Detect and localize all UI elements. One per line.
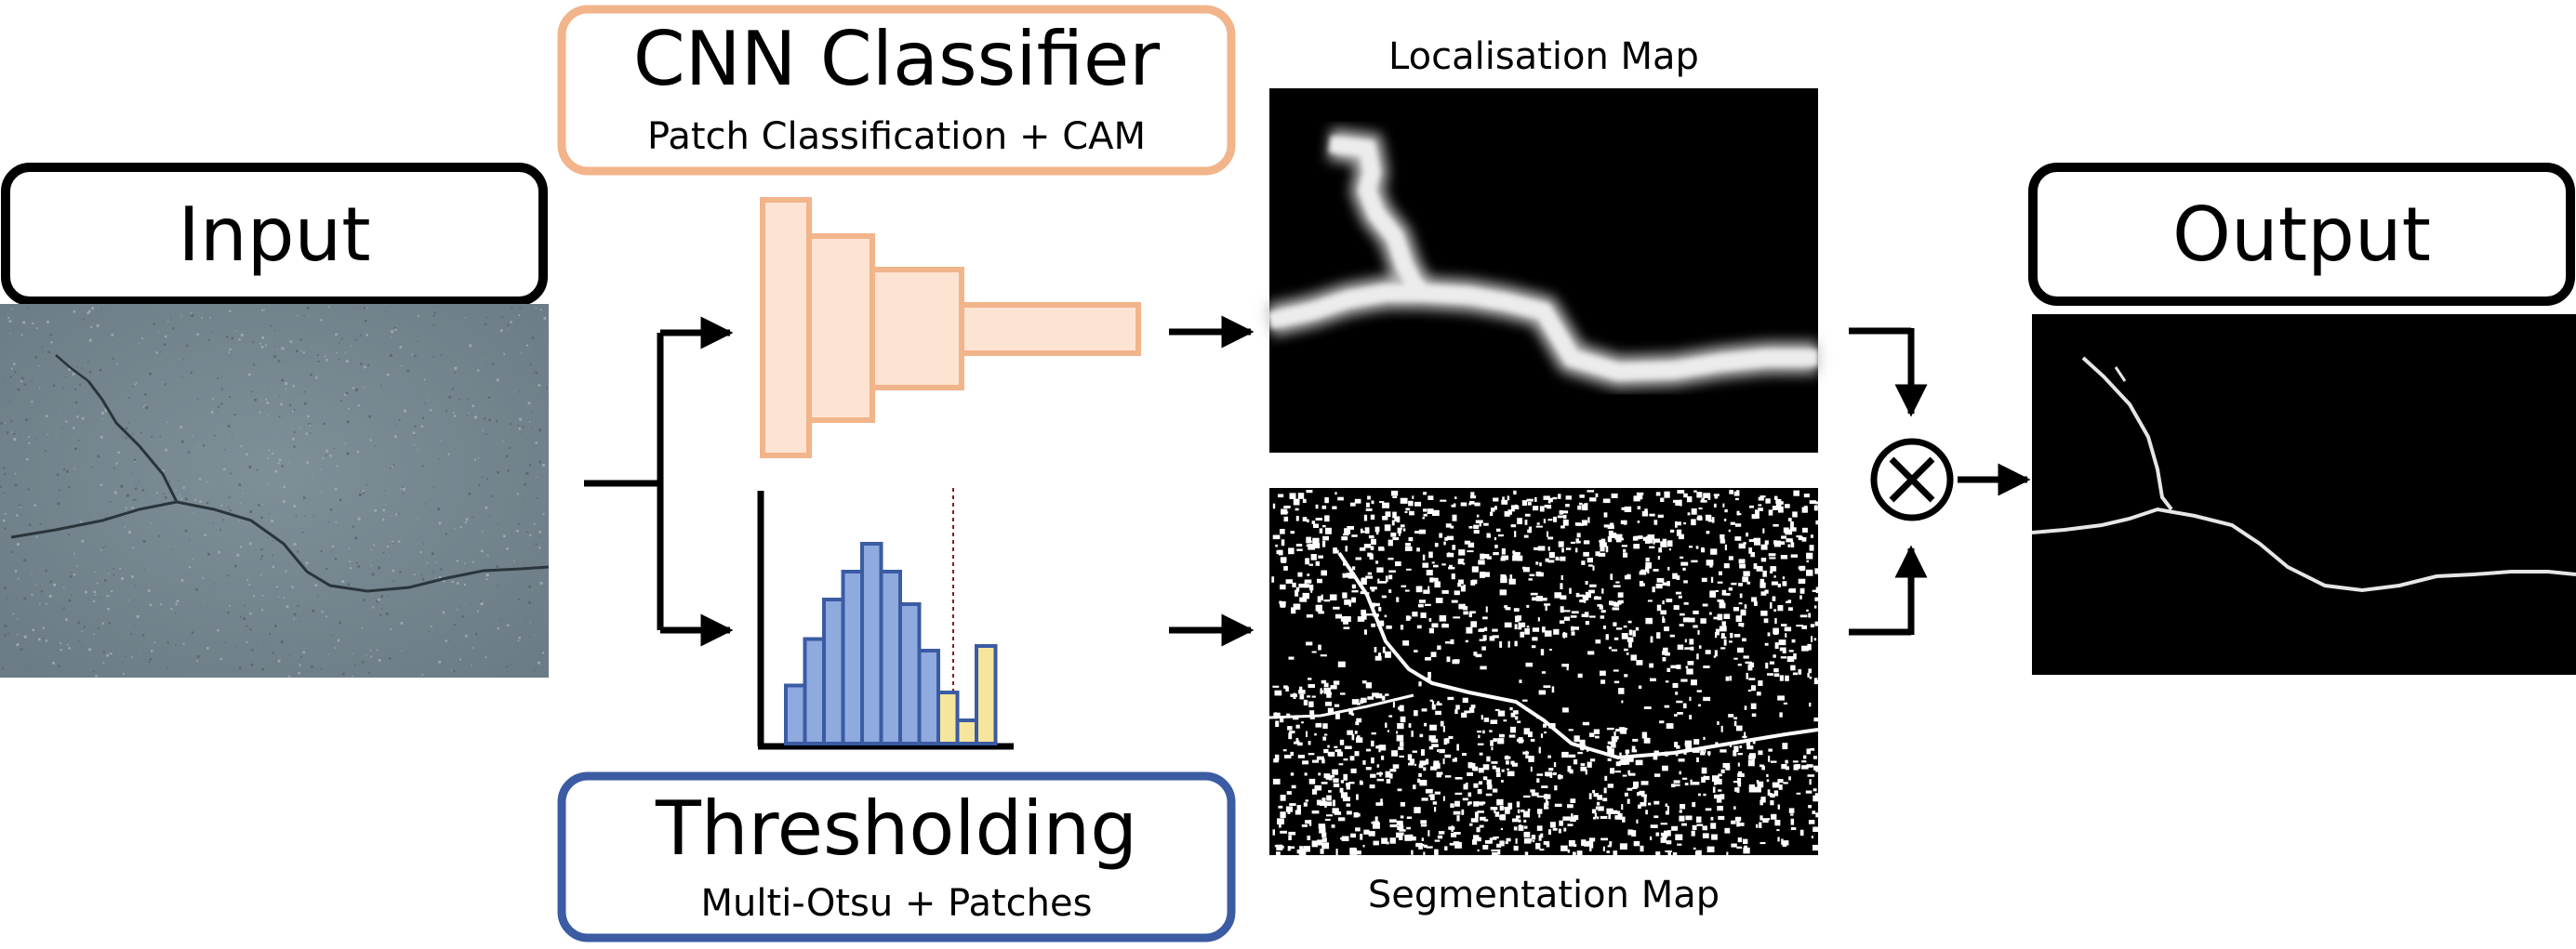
threshold-subtitle: Multi-Otsu + Patches bbox=[700, 882, 1093, 925]
circled-times-icon bbox=[1870, 438, 1954, 521]
input-image bbox=[0, 304, 550, 678]
histogram-chart bbox=[757, 488, 1014, 750]
cnn-subtitle: Patch Classification + CAM bbox=[647, 115, 1146, 158]
output-label-box bbox=[2028, 163, 2575, 306]
localisation-map-label: Localisation Map bbox=[1388, 35, 1699, 78]
cnn-network-icon bbox=[760, 197, 1141, 458]
histogram-bar bbox=[860, 542, 883, 745]
thresholding-box bbox=[557, 771, 1236, 942]
split-arrows bbox=[584, 316, 734, 647]
input-label: Input bbox=[178, 191, 371, 278]
map-arrows bbox=[1169, 315, 1255, 647]
histogram-bar bbox=[784, 683, 807, 745]
cnn-classifier-box bbox=[557, 5, 1236, 176]
histogram-bar bbox=[841, 570, 864, 745]
histogram-bar bbox=[898, 602, 922, 745]
histogram-bar bbox=[917, 649, 940, 745]
histogram-bar bbox=[803, 637, 826, 745]
histogram-bar bbox=[879, 570, 902, 745]
localisation-map bbox=[1266, 88, 1818, 453]
threshold-title: Thresholding bbox=[656, 785, 1137, 872]
histogram-bar bbox=[975, 644, 998, 745]
output-image bbox=[2031, 314, 2576, 675]
cnn-title: CNN Classifier bbox=[632, 16, 1161, 102]
histogram-bar bbox=[822, 598, 845, 745]
input-label-box bbox=[1, 163, 548, 306]
histogram-bar bbox=[936, 691, 960, 745]
merge-arrows bbox=[1849, 327, 2031, 636]
segmentation-map bbox=[1268, 488, 1823, 859]
segmentation-map-label: Segmentation Map bbox=[1367, 874, 1720, 916]
histogram-bar bbox=[955, 718, 978, 745]
output-label: Output bbox=[2172, 191, 2431, 278]
